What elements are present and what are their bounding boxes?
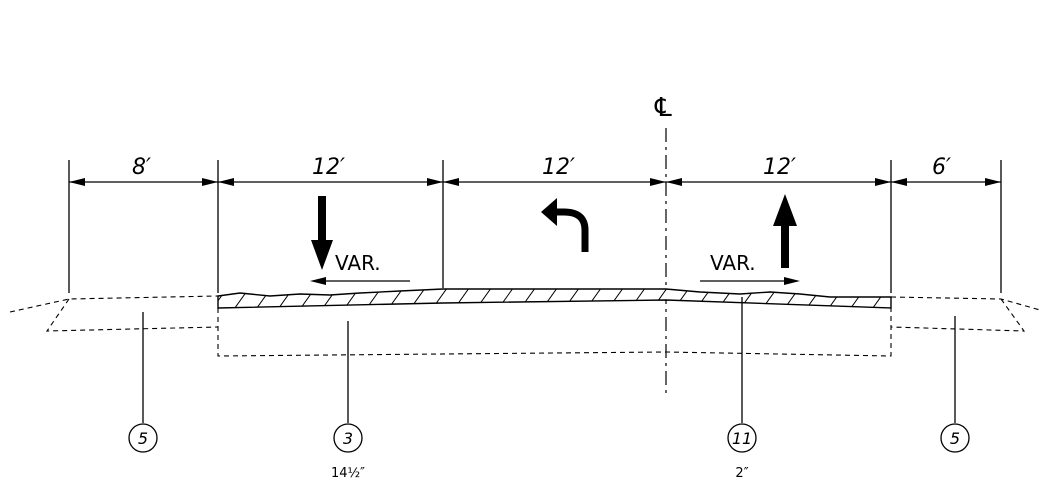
dimension-arrowheads <box>69 178 1001 186</box>
callout-11: 11 2″ <box>727 423 757 481</box>
left-turn-arrow-icon <box>541 198 589 252</box>
callout-3-thickness: 14½″ <box>331 466 365 481</box>
svg-text:3: 3 <box>343 429 353 448</box>
dimension-label-lane-1: 12′ <box>312 155 345 180</box>
hatch-line <box>231 289 253 308</box>
slope-arrow-left-icon <box>310 277 326 285</box>
callout-11-thickness: 2″ <box>735 466 748 481</box>
callout-5-left: 5 <box>128 423 158 453</box>
svg-text:5: 5 <box>138 429 148 448</box>
callout-5-right: 5 <box>940 423 970 453</box>
slope-label-left: VAR. <box>335 251 381 275</box>
svg-text:11: 11 <box>732 429 752 448</box>
dimension-label-lane-2: 12′ <box>542 155 575 180</box>
pavement-section <box>217 284 912 312</box>
centerline-symbol: ℄ <box>654 93 672 123</box>
subbase-outline <box>9 295 1041 357</box>
hatch-line <box>218 289 231 308</box>
callout-3: 3 14½″ <box>331 423 365 481</box>
svg-text:5: 5 <box>950 429 960 448</box>
hatch-line <box>869 289 891 308</box>
hatch-line <box>892 284 912 312</box>
callout-leaders <box>142 297 956 423</box>
slope-label-right: VAR. <box>710 251 756 275</box>
dimension-label-lane-3: 12′ <box>763 155 796 180</box>
straight-arrow-down-icon <box>311 196 333 270</box>
dimension-label-shoulder-left: 8′ <box>132 155 151 180</box>
straight-arrow-up-icon <box>773 194 797 268</box>
dimension-label-shoulder-right: 6′ <box>932 155 951 180</box>
slope-arrow-right-icon <box>784 277 800 285</box>
